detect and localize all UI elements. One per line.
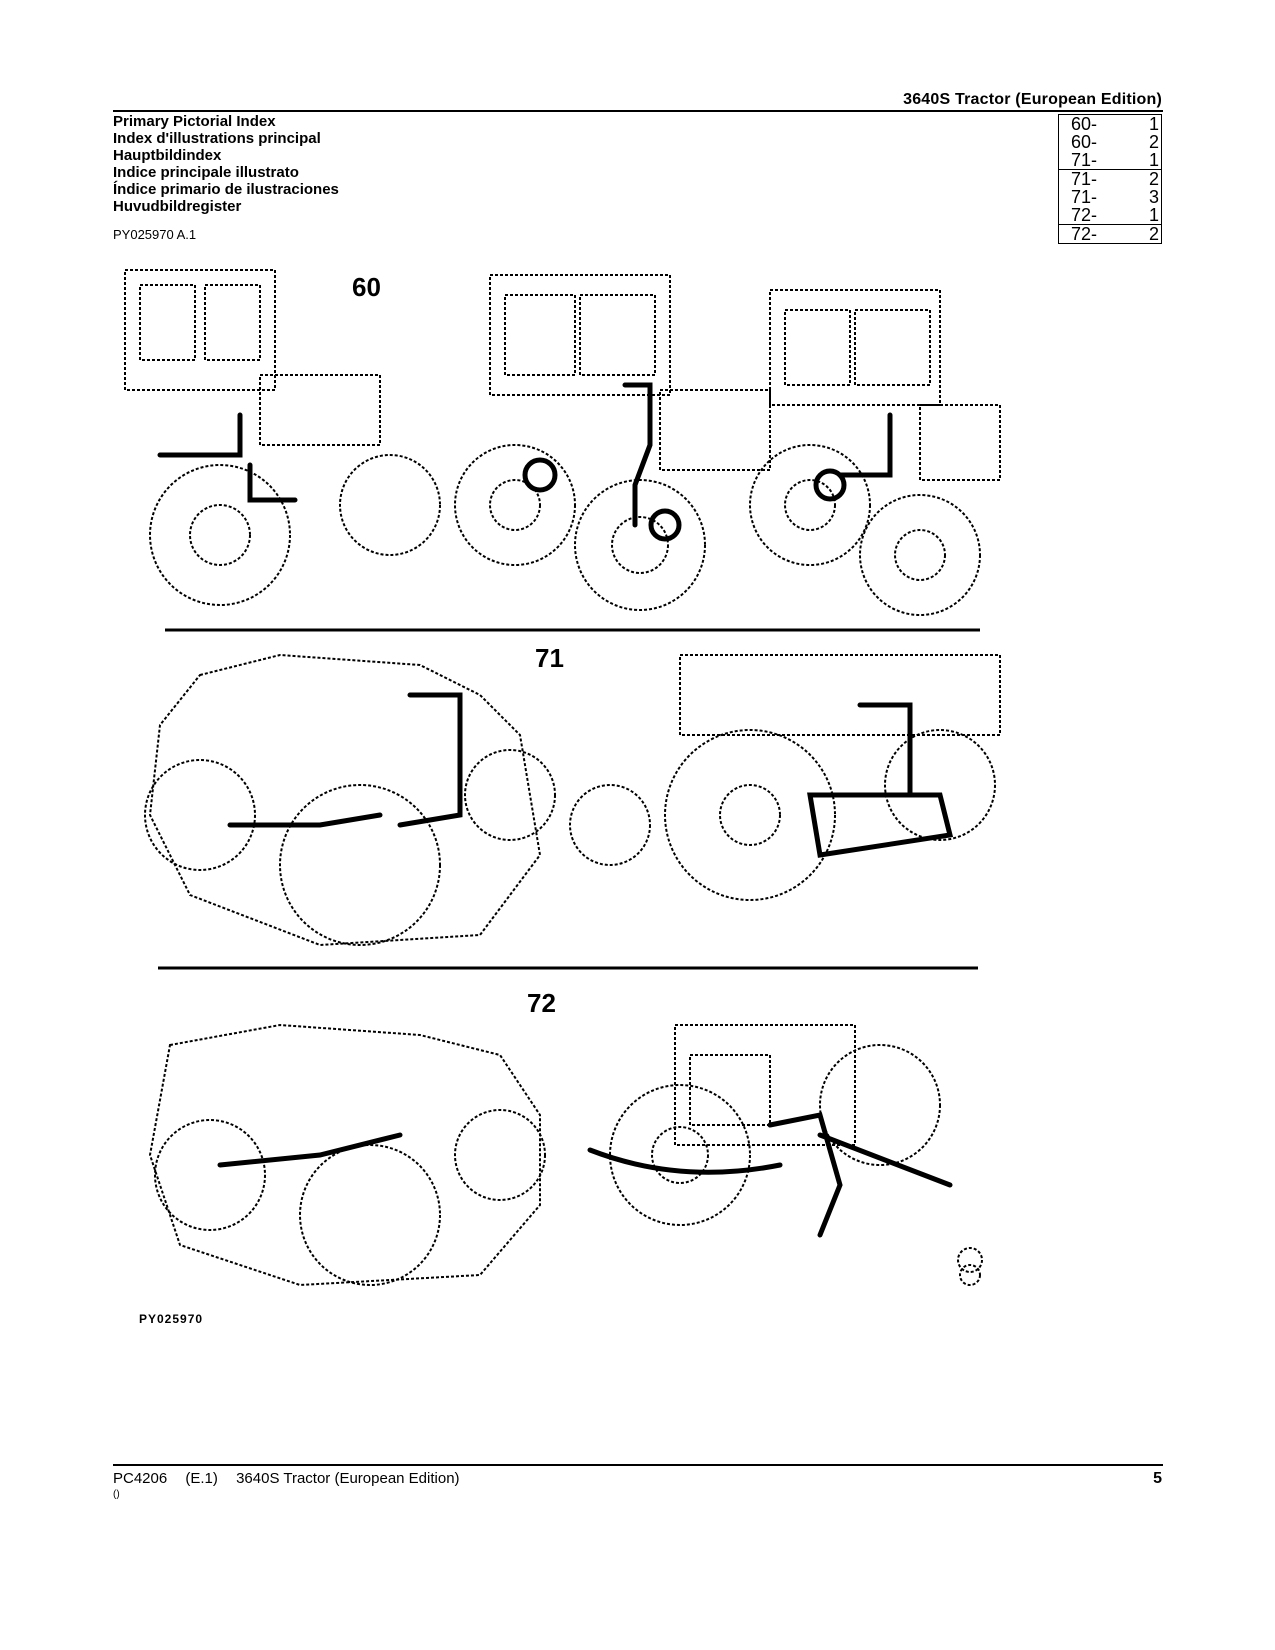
- title-es: Índice primario de ilustraciones: [113, 181, 339, 198]
- section-index-table: 60- 1 60- 2 71- 1 71- 2 71- 3 72- 1 72- …: [1058, 114, 1162, 244]
- index-section: 71-: [1071, 150, 1098, 170]
- fig71-hydraulic-highlight: [227, 692, 463, 828]
- title-fr: Index d'illustrations principal: [113, 130, 321, 147]
- fig60-right-linkage-highlight: [837, 412, 893, 478]
- footer-edition: (E.1): [185, 1470, 218, 1487]
- index-section: 72-: [1058, 224, 1135, 244]
- index-row: 72- 1: [1059, 206, 1162, 225]
- index-section: 60-: [1071, 132, 1098, 152]
- title-de: Hauptbildindex: [113, 147, 222, 164]
- figure-label-60: 60: [352, 272, 381, 302]
- fig72-linkage-highlight: [217, 1132, 403, 1168]
- fig72-tractor-right-drawing: [609, 1024, 983, 1286]
- index-row: 60- 2: [1059, 133, 1162, 151]
- index-row: 72- 2: [1058, 224, 1162, 244]
- index-page: 2: [1134, 224, 1162, 244]
- header-rule: [113, 110, 1163, 112]
- fig60-tractor-middle-drawing: [454, 274, 771, 611]
- title-sv: Huvudbildregister: [113, 198, 242, 215]
- index-row: 71- 3: [1059, 188, 1162, 206]
- index-section: 71-: [1058, 169, 1135, 188]
- footer-info: PC4206 (E.1) 3640S Tractor (European Edi…: [113, 1470, 474, 1487]
- index-page: 2: [1148, 132, 1159, 152]
- fig60-steering-line-highlight: [157, 412, 243, 458]
- fig60-brake-disc-highlight: [522, 457, 558, 493]
- fig71-tractor-right-drawing: [569, 654, 1001, 901]
- index-page: 1: [1134, 114, 1162, 133]
- index-page: 3: [1148, 187, 1159, 207]
- figure-label-72: 72: [527, 988, 556, 1018]
- fig60-right-wheel-hub-highlight: [813, 468, 847, 502]
- fig60-tractor-left-drawing: [124, 269, 441, 606]
- title-it: Indice principale illustrato: [113, 164, 299, 181]
- footer-rule: [113, 1464, 1163, 1466]
- index-section: 72-: [1071, 205, 1098, 225]
- fig72-tractor-left-drawing: [148, 1023, 546, 1287]
- footer-doc-id: PC4206: [113, 1470, 168, 1487]
- fig60-middle-wheel-hub-highlight: [648, 508, 682, 542]
- fig71-hitch-highlight: [807, 702, 954, 858]
- figure-label-71: 71: [535, 643, 564, 673]
- title-block: Primary Pictorial Index Index d'illustra…: [113, 113, 339, 215]
- fig72-hitch-highlight: [587, 1112, 953, 1238]
- page-number: 5: [1153, 1470, 1162, 1487]
- index-row: 71- 1: [1059, 151, 1162, 170]
- illustration-code: PY025970: [139, 1312, 204, 1326]
- index-row: 71- 2: [1058, 169, 1162, 188]
- pictorial-index-illustration: [124, 269, 1001, 1287]
- index-page: 2: [1134, 169, 1162, 188]
- index-page: 1: [1148, 150, 1159, 170]
- title-en: Primary Pictorial Index: [113, 113, 276, 130]
- index-row: 60- 1: [1058, 114, 1162, 133]
- fig71-tractor-left-drawing: [144, 653, 556, 947]
- fig60-middle-linkage-highlight: [622, 382, 653, 528]
- index-section: 71-: [1071, 187, 1098, 207]
- index-section: 60-: [1058, 114, 1135, 133]
- index-page: 1: [1148, 205, 1159, 225]
- page-header-title: 3640S Tractor (European Edition): [903, 91, 1162, 108]
- fig60-brake-line-highlight: [247, 462, 298, 503]
- footer-title: 3640S Tractor (European Edition): [236, 1470, 460, 1487]
- reference-code: PY025970 A.1: [113, 227, 197, 242]
- fig60-tractor-right-drawing: [749, 289, 1001, 616]
- footer-note: (): [113, 1489, 120, 1500]
